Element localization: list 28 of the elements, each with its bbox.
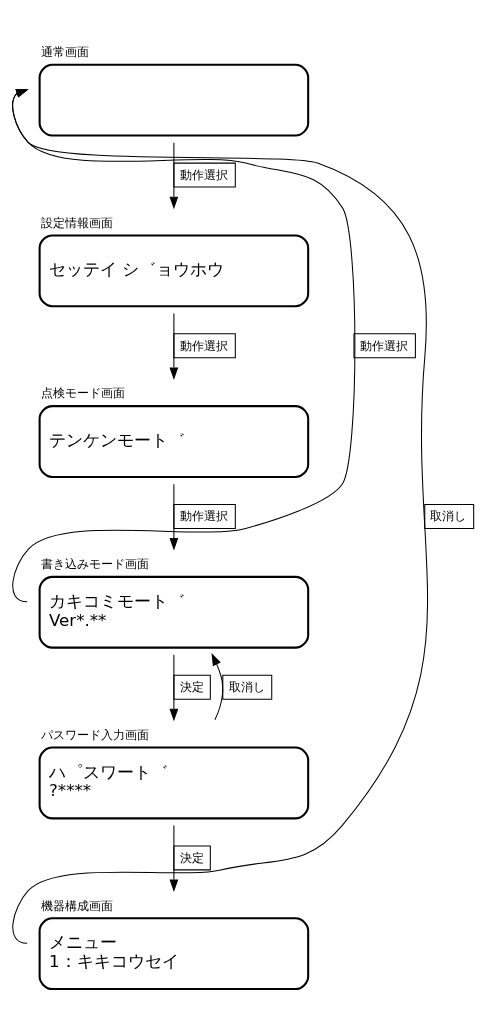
arrow xyxy=(169,825,179,892)
node-label: 設定情報画面 xyxy=(40,214,113,230)
node-box: メニュー 1：キキコウセイ xyxy=(38,917,310,991)
edge-label: 動作選択 xyxy=(359,337,408,353)
node-label: 通常画面 xyxy=(40,44,89,59)
arrow xyxy=(12,89,356,603)
edge-label: 取消し xyxy=(228,678,265,694)
arrow xyxy=(211,653,224,721)
node-box: ハ゜スワート゛ ?**** xyxy=(38,746,310,820)
node-box: テンケンモート゛ xyxy=(38,405,310,478)
edge-label: 動作選択 xyxy=(179,337,228,353)
arrow xyxy=(169,483,179,551)
edge-label: 決定 xyxy=(179,678,204,694)
node-label: 機器構成画面 xyxy=(40,897,113,913)
node-label: 点検モード画面 xyxy=(40,385,125,401)
node-box: カキコミモート゛ Ver*.** xyxy=(38,575,310,649)
edge-label: 取消し xyxy=(430,508,467,524)
node-box xyxy=(38,63,310,137)
node-label: パスワード入力画面 xyxy=(40,726,149,742)
node-label: 書き込みモード画面 xyxy=(40,556,149,572)
edge-label: 決定 xyxy=(179,849,204,865)
edge-label: 動作選択 xyxy=(179,166,228,182)
arrow xyxy=(169,654,179,722)
node-box: セッテイ シ゛ョウホウ xyxy=(38,234,310,308)
edge-label: 動作選択 xyxy=(179,508,228,524)
arrow xyxy=(169,312,179,380)
arrow xyxy=(169,142,179,210)
arrow xyxy=(12,89,428,944)
